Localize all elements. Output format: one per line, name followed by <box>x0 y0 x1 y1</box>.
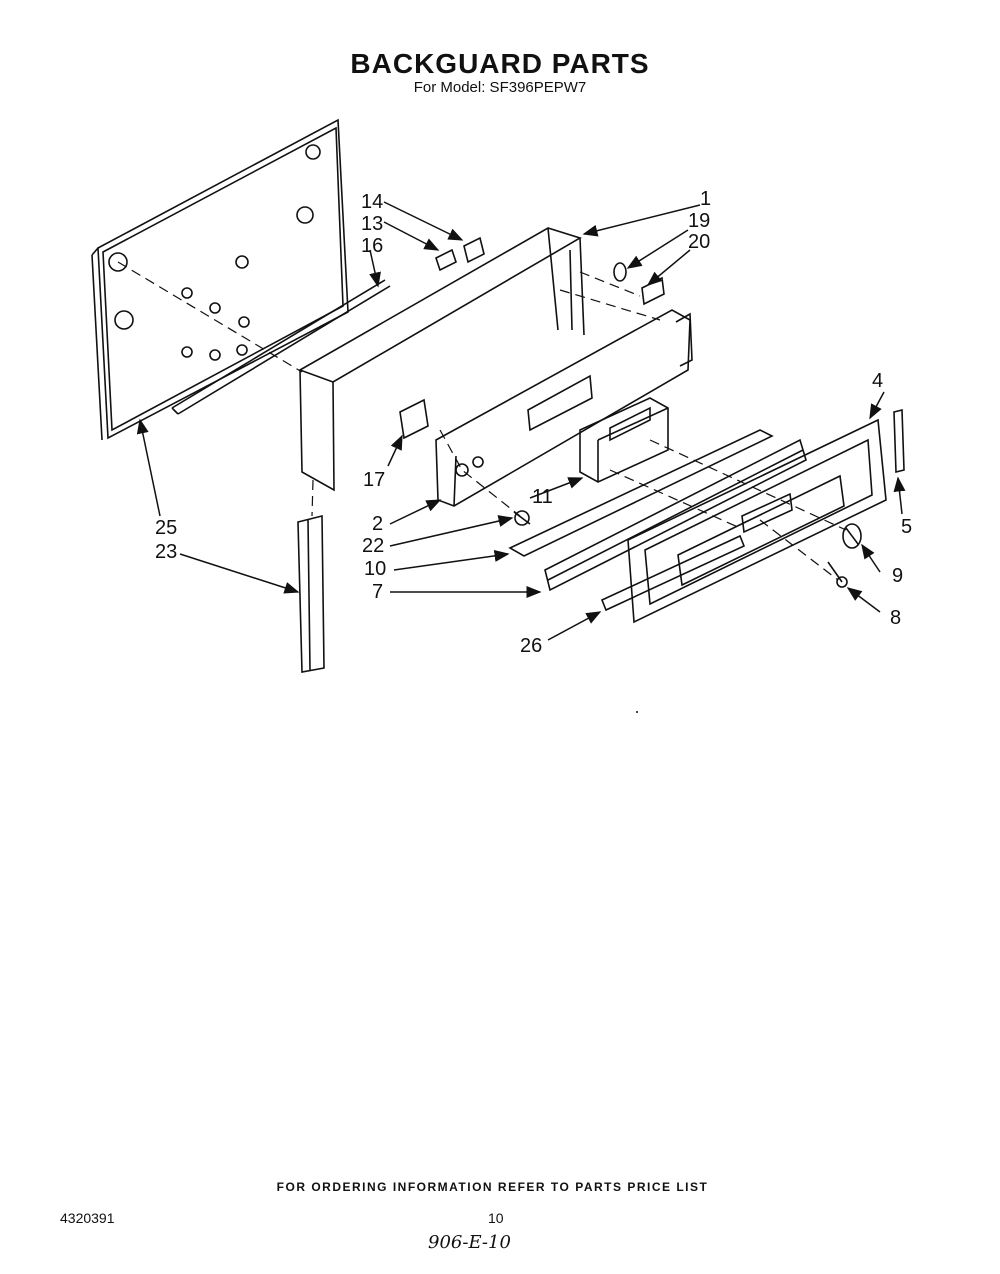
handwritten-note: 906-E-10 <box>428 1232 511 1253</box>
callout-7: 7 <box>372 581 383 603</box>
alignment-lines <box>117 261 847 581</box>
callout-11: 11 <box>532 486 553 508</box>
lamp-bulb-part <box>613 262 627 282</box>
callout-20: 20 <box>688 231 710 253</box>
trim-strip-7-part <box>544 438 807 592</box>
page-title: BACKGUARD PARTS <box>350 48 650 79</box>
trim-strip-10-part <box>508 429 774 557</box>
callout-19: 19 <box>688 210 710 232</box>
callout-5: 5 <box>901 516 912 538</box>
control-bracket-part <box>435 309 693 507</box>
leader-arrows <box>136 201 906 641</box>
document-number: 4320391 <box>60 1210 115 1226</box>
rear-panel-part <box>91 118 349 441</box>
callout-26: 26 <box>520 635 542 657</box>
knob-part <box>842 523 862 549</box>
callout-1: 1 <box>700 188 711 210</box>
lamp-holder-part <box>641 276 665 306</box>
clock-part <box>579 397 669 483</box>
trim-bar-part <box>600 534 746 612</box>
ordering-note: FOR ORDERING INFORMATION REFER TO PARTS … <box>276 1180 709 1194</box>
callout-13: 13 <box>361 213 383 235</box>
lamp-socket-part <box>435 248 457 272</box>
end-cap-part <box>297 514 325 673</box>
callout-9: 9 <box>892 565 903 587</box>
switch-part <box>463 236 485 264</box>
manifold-panel-part <box>298 227 585 492</box>
callout-22: 22 <box>362 535 384 557</box>
callout-17: 17 <box>363 469 385 491</box>
model-subtitle: For Model: SF396PEPW7 <box>413 79 587 96</box>
callout-8: 8 <box>890 607 901 629</box>
end-trim-part <box>893 408 905 474</box>
callout-14: 14 <box>361 191 383 213</box>
page-number: 10 <box>488 1210 504 1226</box>
callout-10: 10 <box>364 558 386 580</box>
callout-25: 25 <box>155 517 177 539</box>
clip-part <box>399 398 429 440</box>
screw-part <box>827 561 848 588</box>
tube-part <box>171 279 391 415</box>
callout-2: 2 <box>372 513 383 535</box>
stray-dot <box>636 711 638 713</box>
callout-16: 16 <box>361 235 383 257</box>
callout-23: 23 <box>155 541 177 563</box>
callout-4: 4 <box>872 370 883 392</box>
